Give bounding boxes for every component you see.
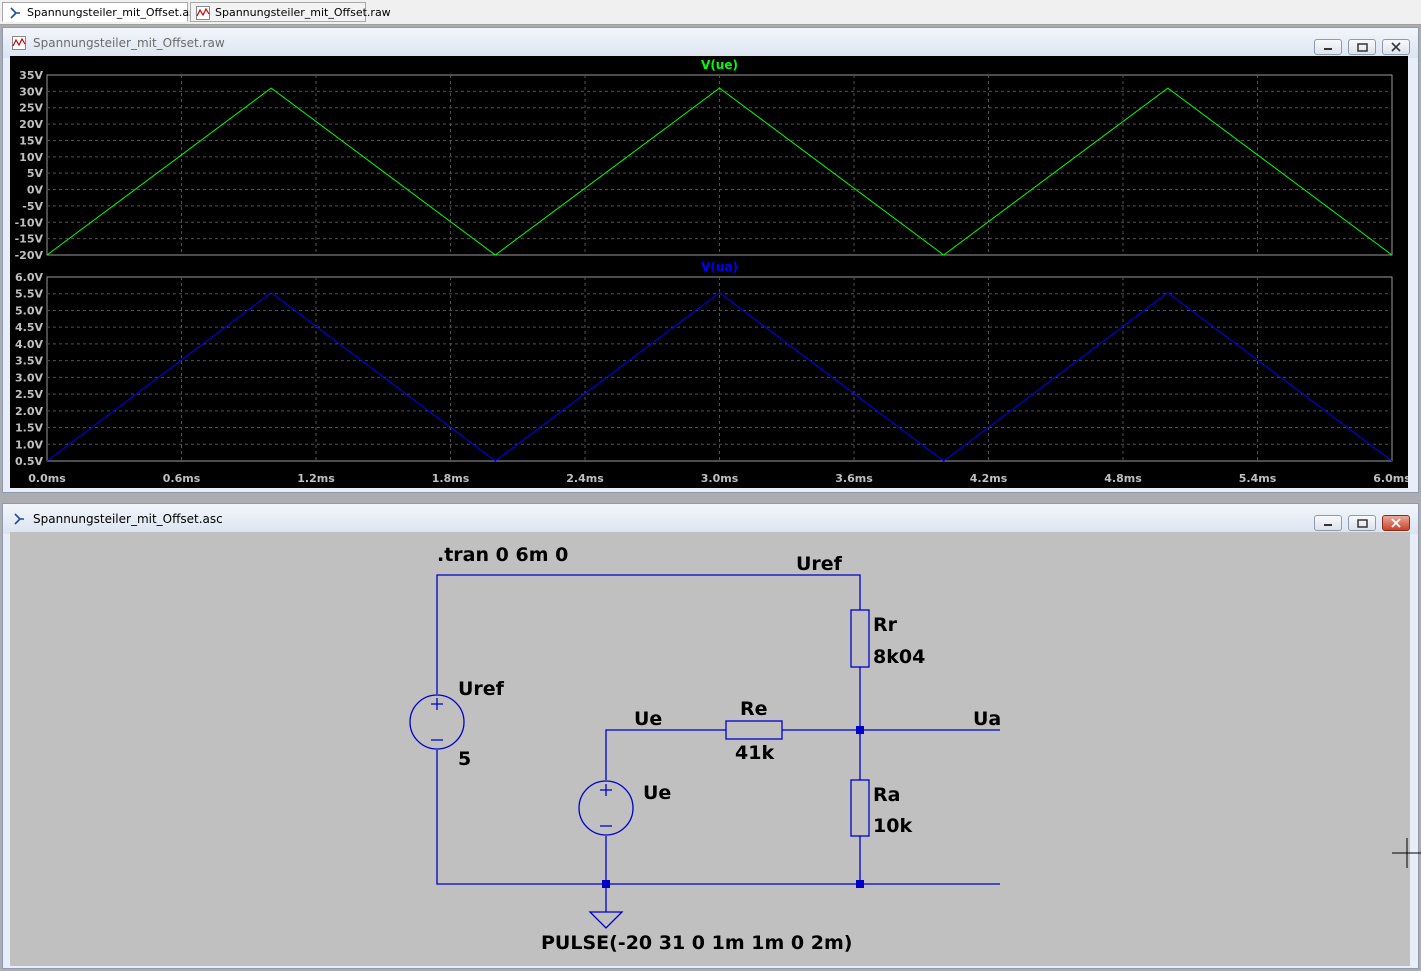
y-tick-label: 4.0V (15, 338, 43, 351)
x-tick-label: 3.0ms (701, 472, 739, 485)
waveform-plot-area[interactable]: 35V 30V 25V 20V 15V 10V 5V 0V -5V -10V -15V -20V V(u… (10, 56, 1412, 488)
x-tick-label: 0.6ms (163, 472, 201, 485)
component-name-ue[interactable]: Ue (643, 782, 671, 804)
schematic-drawing: .tran 0 6m 0 Uref Rr 8k04 Uref 5 Ue Re 4… (409, 544, 1001, 954)
y-tick-label: 1.5V (15, 422, 43, 435)
resistor-rr (850, 609, 870, 668)
trace-title-ue: V(ue) (701, 58, 738, 72)
close-button[interactable] (1382, 515, 1410, 531)
wire-ue (605, 729, 726, 780)
y-tick-label: 3.0V (15, 371, 43, 384)
y-tick-label: 5.0V (15, 304, 43, 317)
tab-label: Spannungsteiler_mit_Offset.raw (215, 6, 391, 19)
close-button[interactable] (1382, 39, 1410, 55)
y-tick-label: -15V (15, 233, 44, 246)
y-tick-label: 0V (27, 184, 44, 197)
y-tick-label: 2.5V (15, 388, 43, 401)
x-tick-label: 6.0ms (1373, 472, 1408, 485)
minimize-button[interactable] (1314, 515, 1343, 531)
trace-ue (46, 87, 1393, 256)
component-name-rr[interactable]: Rr (873, 614, 898, 636)
document-tab-bar: Spannungsteiler_mit_Offset.asc Spannungs… (0, 0, 1421, 25)
component-name-uref[interactable]: Uref (458, 678, 505, 700)
schematic-canvas[interactable]: .tran 0 6m 0 Uref Rr 8k04 Uref 5 Ue Re 4… (10, 532, 1410, 966)
y-tick-label: 4.5V (15, 321, 43, 334)
schematic-icon (10, 7, 20, 19)
resistor-re (725, 720, 783, 740)
y-tick-label: 25V (19, 102, 43, 115)
tab-waveform[interactable]: Spannungsteiler_mit_Offset.raw (190, 2, 391, 22)
x-tick-label: 0.0ms (28, 472, 66, 485)
schematic-window-titlebar[interactable]: Spannungsteiler_mit_Offset.asc (3, 504, 1418, 534)
component-name-re[interactable]: Re (740, 698, 768, 720)
waveform-window-titlebar[interactable]: Spannungsteiler_mit_Offset.raw (3, 28, 1418, 58)
x-tick-label: 1.8ms (432, 472, 470, 485)
window-title: Spannungsteiler_mit_Offset.raw (33, 36, 225, 50)
y-tick-label: 1.0V (15, 438, 43, 451)
net-label-ue[interactable]: Ue (634, 708, 662, 730)
component-value-re[interactable]: 41k (735, 742, 774, 764)
y-tick-label: 15V (19, 134, 43, 147)
component-name-ra[interactable]: Ra (873, 784, 900, 806)
ground-symbol (588, 911, 624, 929)
window-title: Spannungsteiler_mit_Offset.asc (33, 512, 223, 526)
trace-ua (46, 292, 1393, 462)
component-value-rr[interactable]: 8k04 (873, 646, 925, 668)
tab-label: Spannungsteiler_mit_Offset.asc (27, 6, 201, 19)
component-value-ue[interactable]: PULSE(-20 31 0 1m 1m 0 2m) (541, 932, 852, 954)
wire-left-bottom (436, 750, 1000, 885)
y-tick-label: 3.5V (15, 355, 43, 368)
y-tick-label: -5V (22, 200, 43, 213)
spice-directive[interactable]: .tran 0 6m 0 (437, 544, 568, 566)
wire-uref (436, 574, 861, 694)
waveform-plots: 35V 30V 25V 20V 15V 10V 5V 0V -5V -10V -15V -20V V(u… (15, 58, 1412, 485)
x-tick-label: 1.2ms (297, 472, 335, 485)
y-tick-label: 5V (27, 167, 44, 180)
component-value-ra[interactable]: 10k (873, 815, 912, 837)
y-tick-label: 30V (19, 85, 43, 98)
y-tick-label: 2.0V (15, 405, 43, 418)
y-tick-label: -20V (15, 249, 44, 262)
y-tick-label: 5.5V (15, 288, 43, 301)
y-tick-label: -10V (15, 216, 44, 229)
voltage-source-ue (578, 780, 634, 836)
net-label-ua[interactable]: Ua (973, 708, 1001, 730)
tab-schematic[interactable]: Spannungsteiler_mit_Offset.asc (2, 2, 201, 22)
schematic-icon (14, 513, 24, 525)
restore-button[interactable] (1348, 515, 1377, 531)
x-tick-label: 3.6ms (835, 472, 873, 485)
x-tick-label: 4.2ms (970, 472, 1008, 485)
resistor-ra (850, 779, 870, 837)
waveform-icon (196, 6, 210, 20)
voltage-source-uref (409, 694, 465, 750)
junction-dot (856, 726, 864, 734)
y-tick-label: 35V (19, 69, 43, 82)
x-tick-label: 5.4ms (1239, 472, 1277, 485)
crosshair-cursor (1392, 838, 1421, 868)
junction-dot (602, 880, 610, 888)
trace-title-ua: V(ua) (701, 260, 738, 274)
junction-dot (856, 880, 864, 888)
y-tick-label: 0.5V (15, 455, 43, 468)
y-tick-label: 20V (19, 118, 43, 131)
y-tick-label: 10V (19, 151, 43, 164)
y-tick-label: 6.0V (15, 271, 43, 284)
waveform-icon (12, 36, 26, 50)
x-tick-label: 2.4ms (566, 472, 604, 485)
component-value-uref[interactable]: 5 (458, 748, 471, 770)
net-label-uref[interactable]: Uref (796, 553, 843, 575)
minimize-button[interactable] (1314, 39, 1343, 55)
restore-button[interactable] (1348, 39, 1377, 55)
x-tick-label: 4.8ms (1104, 472, 1142, 485)
